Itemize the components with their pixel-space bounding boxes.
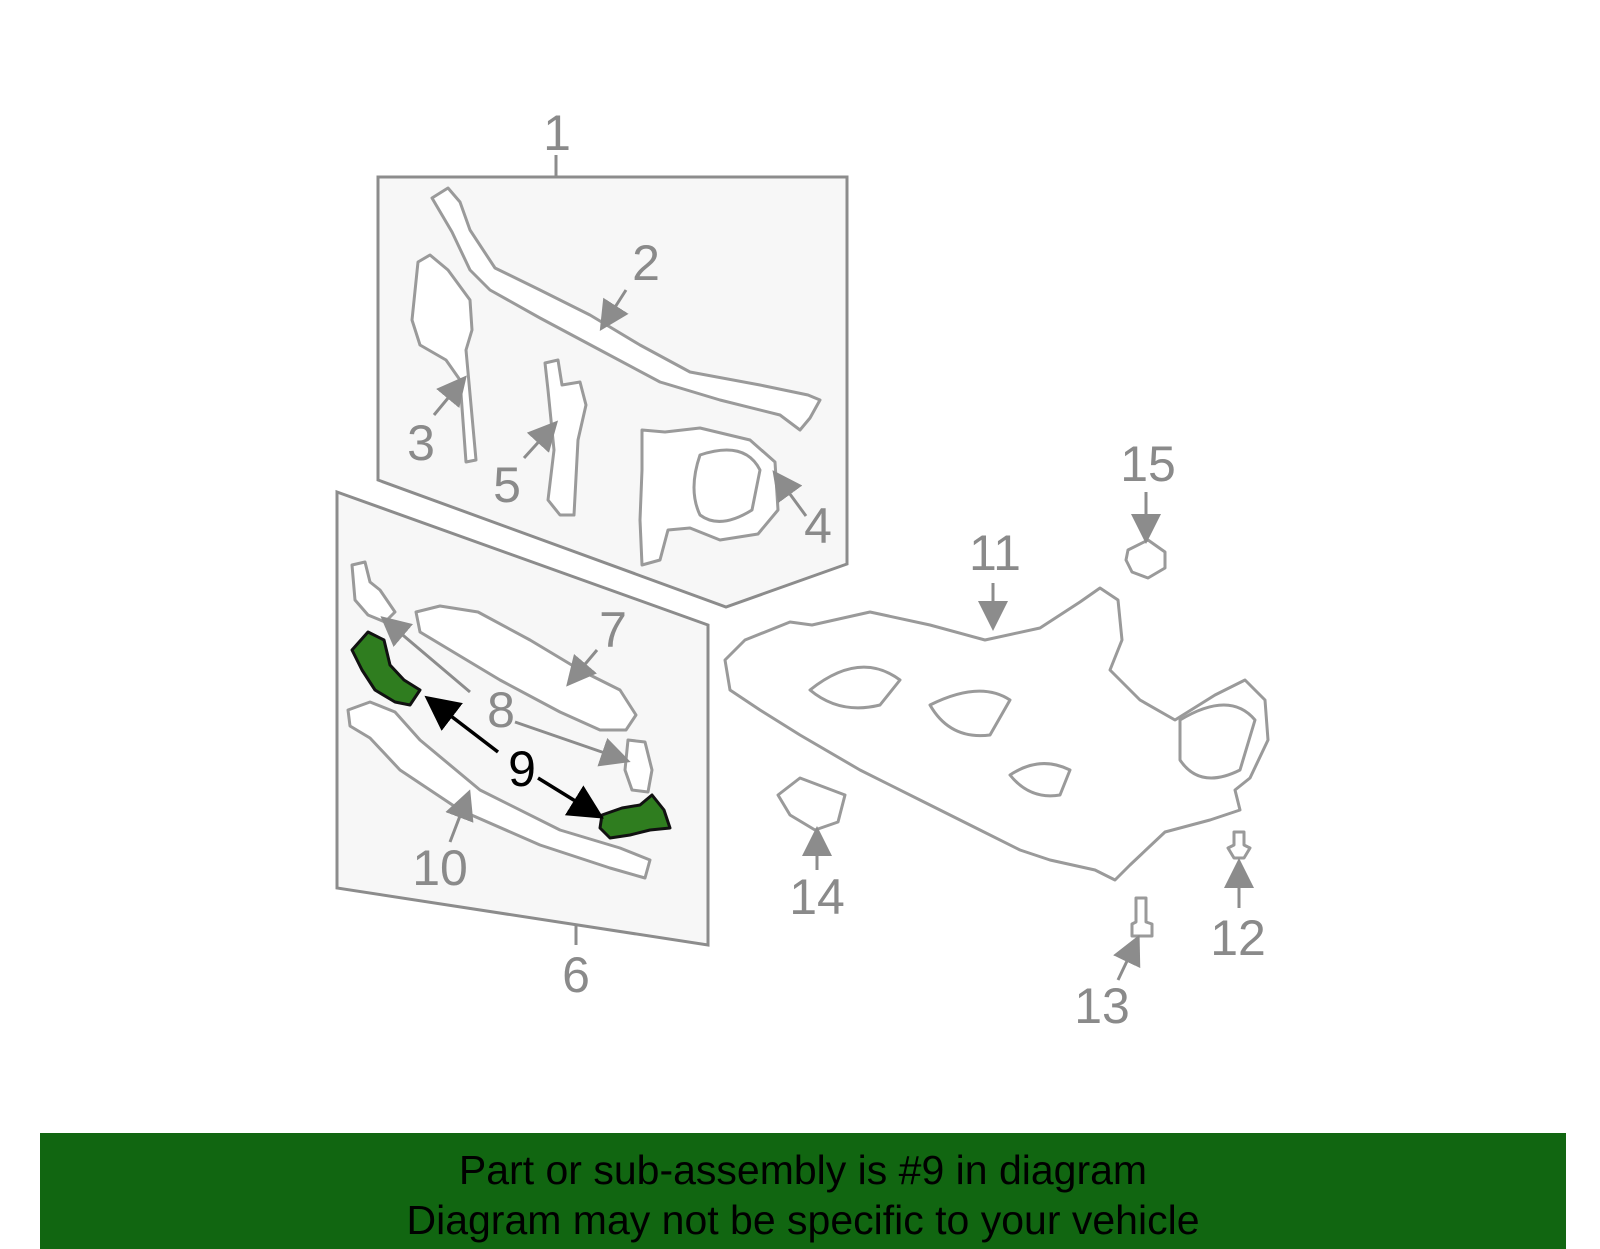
upper-tie-bar-part-2 xyxy=(430,186,822,432)
leader-8-left xyxy=(380,616,471,694)
leader-10 xyxy=(445,789,474,843)
callout-1: 1 xyxy=(543,105,571,161)
pad-part-14 xyxy=(776,776,847,832)
callout-4: 4 xyxy=(804,498,832,554)
bracket-part-8-left xyxy=(350,560,397,624)
leader-3 xyxy=(432,375,467,416)
callout-8: 8 xyxy=(487,682,515,738)
callout-13: 13 xyxy=(1074,978,1130,1034)
leader-9-left xyxy=(424,695,500,754)
right-side-panel-opening xyxy=(692,448,762,523)
callout-14: 14 xyxy=(789,869,845,925)
under-cover-vent-1 xyxy=(808,665,902,710)
under-cover-vent-3 xyxy=(1008,762,1072,798)
callout-10: 10 xyxy=(412,840,468,896)
callout-7: 7 xyxy=(599,602,627,658)
bracket-part-9-right-highlighted[interactable] xyxy=(598,793,672,840)
lower-rail-part-10 xyxy=(346,700,652,880)
callout-9-highlighted[interactable]: 9 xyxy=(508,741,536,797)
screw-part-12 xyxy=(1226,830,1252,860)
leader-5 xyxy=(522,420,559,460)
info-banner: Part or sub-assembly is #9 in diagram Di… xyxy=(40,1133,1566,1249)
callout-3: 3 xyxy=(407,415,435,471)
callout-11: 11 xyxy=(969,525,1021,581)
under-cover-part-11 xyxy=(723,586,1270,882)
leader-9-right xyxy=(537,776,604,819)
under-cover-vent-2 xyxy=(928,689,1012,738)
leader-7 xyxy=(566,649,599,687)
banner-line-1: Part or sub-assembly is #9 in diagram xyxy=(458,1147,1148,1193)
rail-part-7 xyxy=(414,604,638,732)
banner-line-2: Diagram may not be specific to your vehi… xyxy=(406,1197,1200,1243)
leader-8-right xyxy=(514,720,631,767)
under-cover-vent-4 xyxy=(1178,703,1257,780)
leader-13 xyxy=(1113,934,1141,981)
left-side-panel-part-3 xyxy=(410,253,478,464)
leader-2 xyxy=(599,289,629,332)
center-stay-part-5 xyxy=(543,358,588,517)
leader-4 xyxy=(772,470,808,517)
bracket-part-8-right xyxy=(623,738,654,794)
bracket-part-9-left-highlighted[interactable] xyxy=(350,630,422,707)
callout-5: 5 xyxy=(493,457,521,513)
bolt-part-13 xyxy=(1130,896,1154,938)
callout-12: 12 xyxy=(1210,910,1266,966)
clip-part-15 xyxy=(1124,538,1167,580)
callout-2: 2 xyxy=(632,235,660,291)
callout-6: 6 xyxy=(562,947,590,1003)
callout-15: 15 xyxy=(1120,436,1176,492)
